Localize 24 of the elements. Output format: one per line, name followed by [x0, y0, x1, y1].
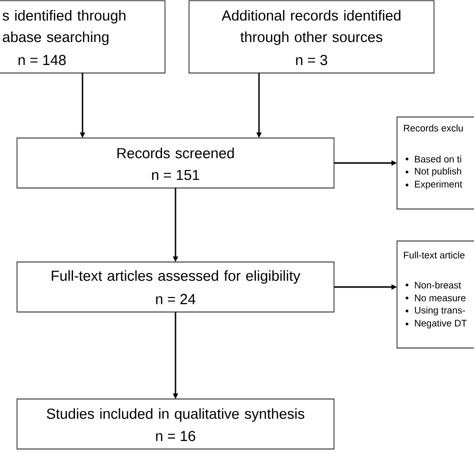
count-label: n = 3 [296, 54, 328, 66]
process-box [188, 0, 434, 74]
count-label: n = 16 [156, 430, 196, 442]
count-label: n = 24 [156, 294, 196, 304]
process-box [16, 138, 334, 188]
list-item: Non-breast [415, 282, 462, 288]
process-box [16, 262, 334, 312]
count-label: n = 148 [18, 54, 66, 66]
box-heading: Full-text article [404, 252, 465, 258]
note-box [396, 240, 474, 348]
list-item: Based on ti [415, 156, 462, 162]
box-label: Records screened [117, 148, 234, 158]
list-item: Using trans- [414, 306, 465, 316]
note-box [396, 116, 474, 210]
count-label: n = 151 [152, 170, 200, 180]
list-item: Negative DT [415, 320, 467, 328]
box-label: Full-text articles assessed for eligibility [52, 270, 300, 284]
list-item: Experiment [415, 180, 462, 190]
box-label: Studies included in qualitative synthesis [46, 408, 304, 422]
box-heading: Records exclu [404, 124, 463, 132]
list-item: No measure [415, 294, 466, 302]
process-box [0, 0, 166, 74]
list-item: Not publish [415, 168, 462, 176]
process-box [16, 398, 334, 450]
